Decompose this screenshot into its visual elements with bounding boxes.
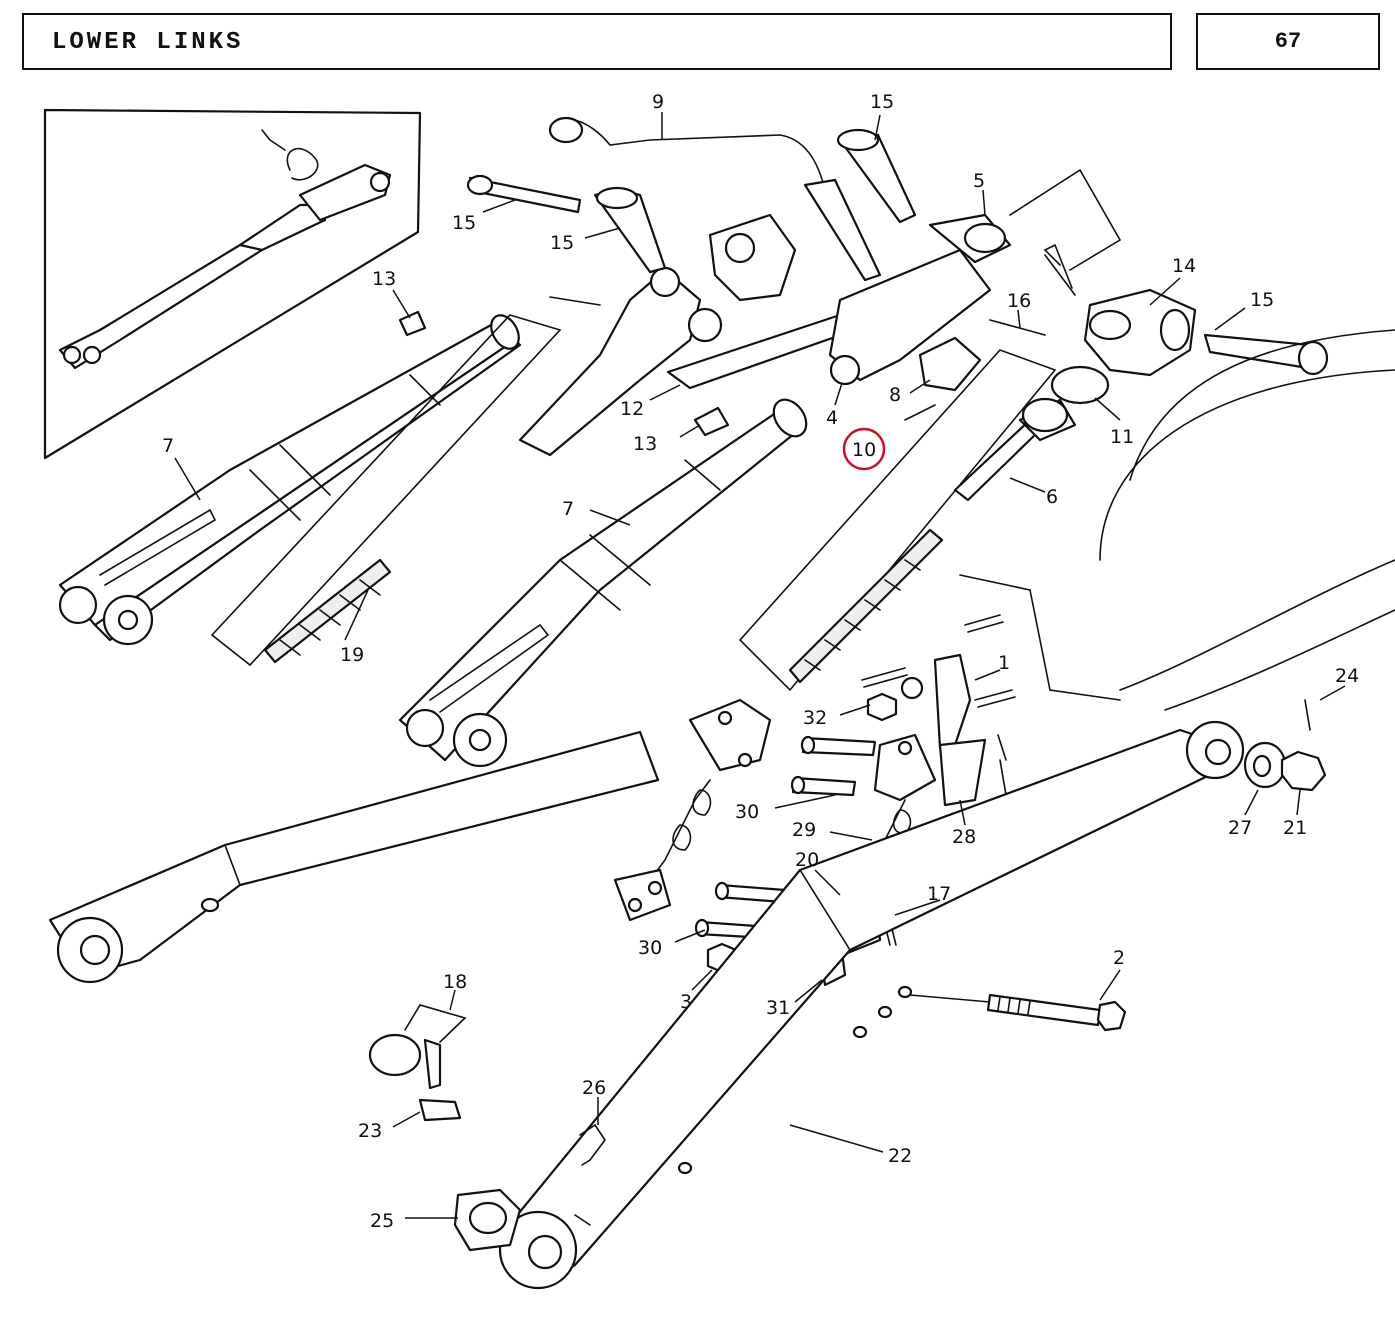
- callout-15-mid: 15: [550, 232, 574, 254]
- callout-29: 29: [792, 819, 816, 841]
- callout-11: 11: [1110, 426, 1134, 448]
- callout-30-top: 30: [735, 801, 759, 823]
- callout-14: 14: [1172, 255, 1196, 277]
- callout-32: 32: [803, 707, 827, 729]
- leader-lines: [174, 112, 1346, 1219]
- callout-15-right: 15: [1250, 289, 1274, 311]
- callout-28: 28: [952, 826, 976, 848]
- lower-link-left: [48, 730, 660, 984]
- lower-link-right: [498, 720, 1245, 1290]
- highlight-circle: [842, 427, 886, 471]
- axle-housing: [959, 329, 1395, 711]
- page-number-box: 67: [1196, 13, 1380, 70]
- callout-18: 18: [443, 971, 467, 993]
- callout-7-mid: 7: [562, 498, 574, 520]
- callout-17: 17: [927, 883, 951, 905]
- callout-10: 10: [852, 439, 876, 461]
- callout-25: 25: [370, 1210, 394, 1232]
- lift-rod-right: [398, 310, 808, 768]
- callout-12: 12: [620, 398, 644, 420]
- page-number: 67: [1274, 29, 1302, 54]
- callout-8: 8: [889, 384, 901, 406]
- callout-15-top: 15: [870, 91, 894, 113]
- callout-labels: 9 15 15 15 5 14 15 16 13 7 12 13 4 8 10 …: [162, 91, 1359, 1232]
- callout-13-mid: 13: [633, 433, 657, 455]
- callout-23: 23: [358, 1120, 382, 1142]
- right-bracket: [1043, 243, 1329, 377]
- levelling-screw: [738, 336, 1110, 692]
- callout-7-left: 7: [162, 435, 174, 457]
- callout-22: 22: [888, 1145, 912, 1167]
- callout-24: 24: [1335, 665, 1359, 687]
- hardware-right: [986, 699, 1327, 1032]
- callout-15-left: 15: [452, 212, 476, 234]
- callout-6: 6: [1046, 486, 1058, 508]
- callout-27: 27: [1228, 817, 1252, 839]
- callout-4: 4: [826, 407, 838, 429]
- callout-16: 16: [1007, 290, 1031, 312]
- hardware-lower-left: [368, 1004, 606, 1252]
- callout-30-bottom: 30: [638, 937, 662, 959]
- callout-26: 26: [582, 1077, 606, 1099]
- lift-arm-center: [466, 116, 1122, 457]
- callout-9: 9: [652, 91, 664, 113]
- callout-31: 31: [766, 997, 790, 1019]
- callout-5: 5: [973, 170, 985, 192]
- callout-20: 20: [795, 849, 819, 871]
- title-box: LOWER LINKS: [22, 13, 1172, 70]
- callout-3: 3: [680, 991, 692, 1013]
- callout-21: 21: [1283, 817, 1307, 839]
- inset-assembly: [43, 108, 422, 460]
- callout-19: 19: [340, 644, 364, 666]
- page-title: LOWER LINKS: [52, 29, 244, 56]
- callout-2: 2: [1113, 947, 1125, 969]
- check-chain-left: [613, 698, 772, 922]
- lift-rod-left: [58, 296, 601, 667]
- callout-13-top: 13: [372, 268, 396, 290]
- callout-1: 1: [998, 652, 1010, 674]
